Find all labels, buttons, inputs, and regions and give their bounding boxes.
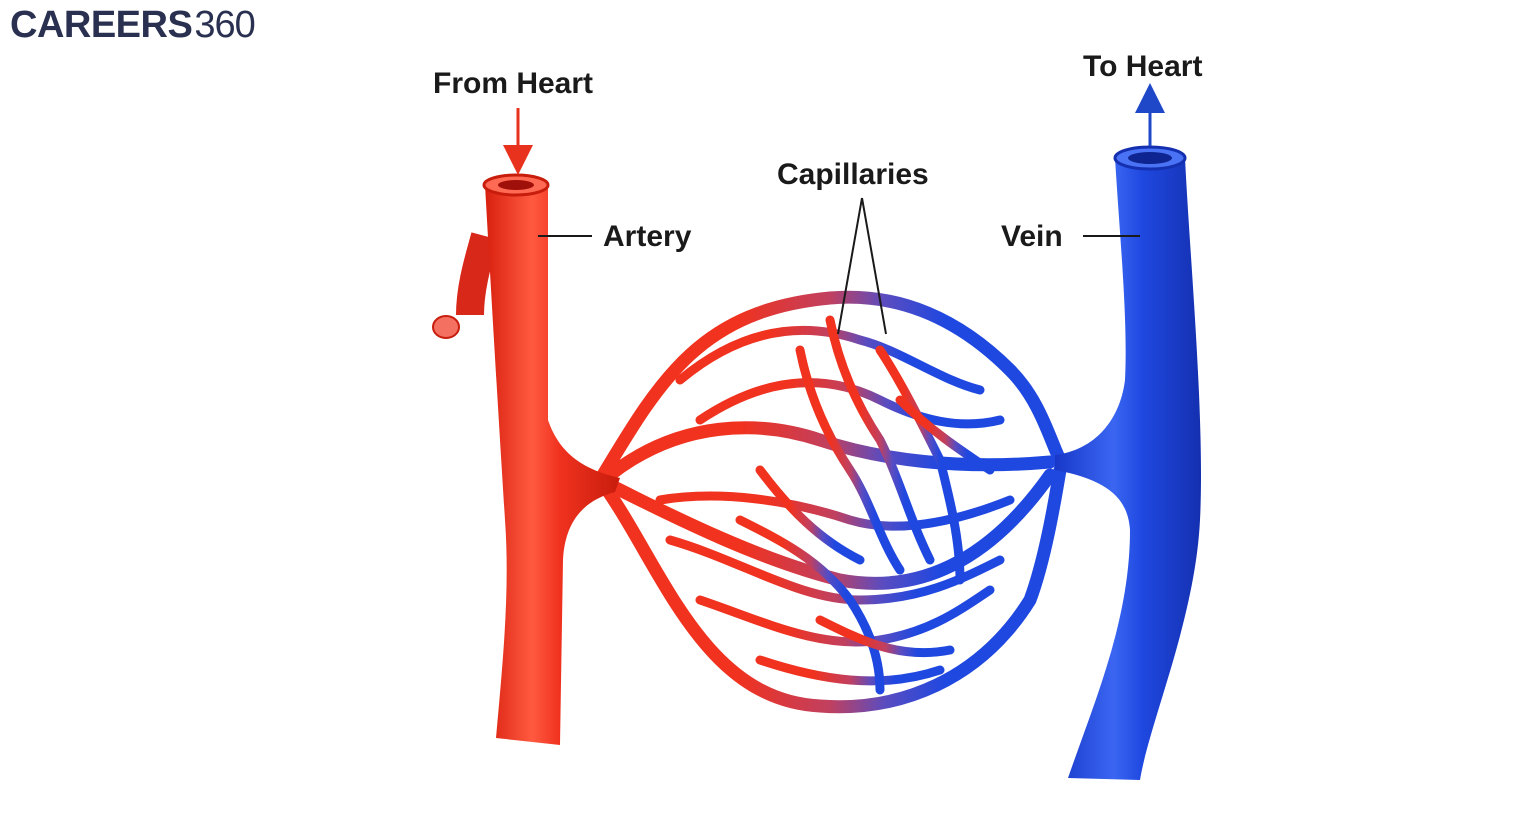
from-heart-label: From Heart [433,67,593,100]
artery-vessel [432,173,620,745]
capillary-network [593,290,1067,714]
careers360-logo: CAREERS 360 [10,4,256,48]
logo-number-text: 360 [194,4,255,46]
logo-brand-text: CAREERS [10,4,193,46]
to-heart-label: To Heart [1083,50,1202,83]
vein-vessel [1055,145,1202,780]
capillaries-label: Capillaries [777,158,929,191]
vein-label: Vein [1001,220,1063,253]
capillaries-leader-line-2 [861,197,887,335]
capillaries-leader-line-1 [837,197,863,335]
artery-label: Artery [603,220,692,253]
